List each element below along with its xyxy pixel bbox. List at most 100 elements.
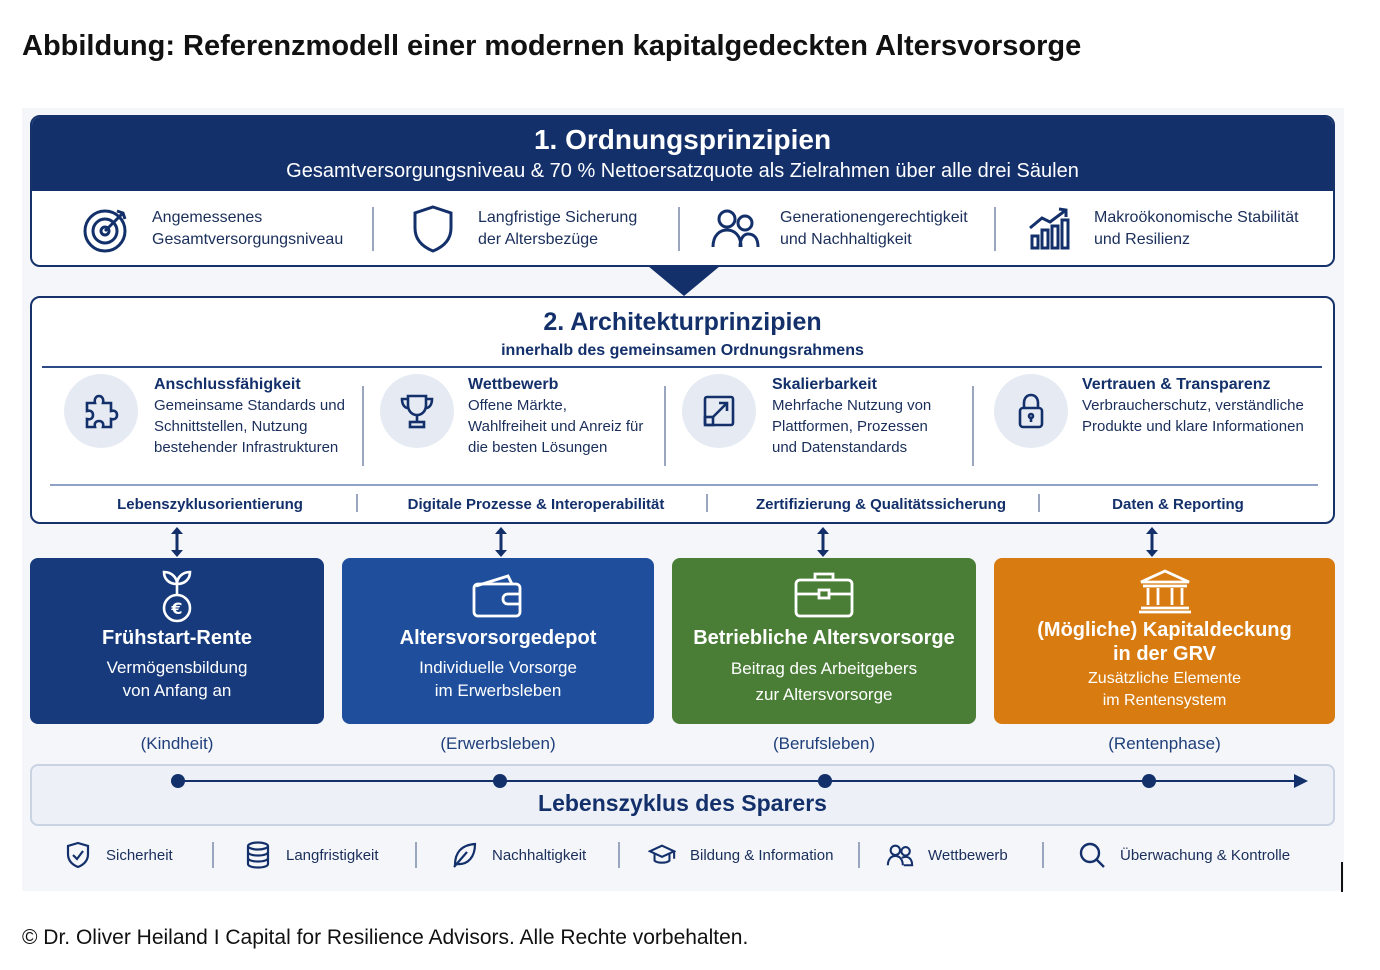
phase-label: (Erwerbsleben) [440,734,556,753]
briefcase-icon [672,570,976,620]
section1-title: 1. Ordnungsprinzipien [533,124,832,155]
box-desc-line: Zusätzliche Elemente [1088,670,1241,687]
principle-line1: Langfristige Sicherung [478,209,638,226]
value-security: Sicherheit [64,840,173,870]
timeline-dot [171,774,185,788]
box-desc-line: von Anfang an [122,681,232,700]
reference-model-figure: 1. Ordnungsprinzipien Gesamtversorgungsn… [22,108,1344,891]
timeline-dot [818,774,832,788]
architecture-title: Wettbewerb [468,376,559,393]
architecture-desc-line: Offene Märkte, [468,397,567,414]
value-monitoring: Überwachung & Kontrolle [1078,840,1290,870]
phase-label: (Rentenphase) [1108,734,1221,753]
box-title: Frühstart-Rente [101,627,252,649]
value-label: Sicherheit [106,846,173,864]
architecture-title: Vertrauen & Transparenz [1082,376,1271,393]
timeline-line [178,780,1298,782]
architecture-desc-line: Gemeinsame Standards und [154,397,345,414]
magnifier-icon [1078,841,1106,869]
double-arrow-icon [495,527,507,557]
lifecycle-timeline: Lebenszyklus des Sparers [30,764,1335,826]
value-label: Nachhaltigkeit [492,846,587,864]
shield-icon [406,202,460,256]
architecture-desc-line: Verbraucherschutz, verständliche [1082,397,1304,414]
principle-long-term-security: Langfristige Sicherung der Altersbezüge [406,191,638,265]
copyright-notice: © Dr. Oliver Heiland I Capital for Resil… [22,926,749,949]
people-icon [886,841,914,869]
principle-line1: Makroökonomische Stabilität [1094,209,1299,226]
box-title-line2: in der GRV [1113,643,1216,665]
architecture-scalability: Skalierbarkeit Mehrfache Nutzung von Pla… [682,374,982,464]
timeline-dot [493,774,507,788]
principle-line2: der Altersbezüge [478,231,599,248]
footer-certification: Zertifizierung & Qualitätssicherung [755,496,1007,513]
box-altersvorsorgedepot: Altersvorsorgedepot Individuelle Vorsorg… [342,558,654,724]
architecture-desc-line: Produkte und klare Informationen [1082,418,1304,435]
section2-subtitle: innerhalb des gemeinsamen Ordnungsrahmen… [501,342,864,359]
architecture-desc-line: bestehender Infrastrukturen [154,439,339,456]
footer-digital: Digitale Prozesse & Interoperabilität [407,496,665,513]
double-arrow-icon [817,527,829,557]
principle-macro-stability: Makroökonomische Stabilität und Resilien… [1022,191,1299,265]
principle-line1: Angemessenes [152,209,263,226]
timeline-arrowhead-icon [1294,774,1308,788]
principle-line1: Generationengerechtigkeit [780,209,968,226]
institution-icon [994,568,1335,614]
value-label: Bildung & Information [690,846,834,864]
footer-lifecycle: Lebenszyklusorientierung [117,496,303,513]
plant-euro-icon: € [30,568,324,624]
value-label: Wettbewerb [928,846,1008,864]
ordnungsprinzipien-header: 1. Ordnungsprinzipien Gesamtversorgungsn… [32,117,1333,191]
vertical-rule [1341,862,1343,892]
value-long-term: Langfristigkeit [244,840,379,870]
timeline-label: Lebenszyklus des Sparers [538,790,827,816]
box-desc-line: im Rentensystem [1102,692,1227,709]
principle-line2: Gesamtversorgungsniveau [152,231,344,248]
people-icon [708,202,762,256]
architecture-desc-line: Schnittstellen, Nutzung [154,418,308,435]
architecture-desc-line: und Datenstandards [772,439,908,456]
box-desc-line: im Erwerbsleben [434,681,562,700]
value-sustainability: Nachhaltigkeit [450,840,586,870]
architekturprinzipien-section: 2. Architekturprinzipien innerhalb des g… [30,296,1335,524]
architecture-title: Skalierbarkeit [772,376,877,393]
architecture-desc-line: Wahlfreiheit und Anreiz für [468,418,644,435]
box-desc-line: zur Altersvorsorge [755,685,893,704]
box-betriebliche-altersvorsorge: Betriebliche Altersvorsorge Beitrag des … [672,558,976,724]
box-desc-line: Individuelle Vorsorge [419,658,577,677]
box-kapitaldeckung-grv: (Mögliche) Kapitaldeckung in der GRV Zus… [994,558,1335,724]
puzzle-icon [64,374,138,448]
page-title: Abbildung: Referenzmodell einer modernen… [22,30,1082,62]
phase-label: (Kindheit) [140,734,214,753]
svg-text:€: € [170,599,182,618]
value-label: Überwachung & Kontrolle [1120,846,1291,864]
section1-subtitle: Gesamtversorgungsniveau & 70 % Nettoersa… [286,160,1079,182]
principle-line2: und Nachhaltigkeit [780,231,912,248]
double-arrow-icon [1146,527,1158,557]
box-desc-line: Vermögensbildung [106,658,248,677]
box-title: Altersvorsorgedepot [399,627,597,649]
value-competition: Wettbewerb [886,840,1008,870]
trophy-icon [380,374,454,448]
shield-check-icon [64,841,92,869]
ordnungsprinzipien-section: 1. Ordnungsprinzipien Gesamtversorgungsn… [30,115,1335,267]
box-fruehstart-rente: € Frühstart-Rente Vermögensbildung von A… [30,558,324,724]
architecture-connectivity: Anschlussfähigkeit Gemeinsame Standards … [64,374,364,464]
target-icon [80,202,134,256]
lock-icon [994,374,1068,448]
leaf-icon [450,841,478,869]
coin-stack-icon [244,841,272,869]
double-arrow-icon [171,527,183,557]
principle-generational-fairness: Generationengerechtigkeit und Nachhaltig… [708,191,968,265]
architecture-desc-line: die besten Lösungen [468,439,608,456]
value-education: Bildung & Information [648,840,833,870]
box-title-line1: (Mögliche) Kapitaldeckung [1037,619,1292,641]
box-desc-line: Beitrag des Arbeitgebers [730,659,918,678]
architecture-title: Anschlussfähigkeit [154,376,301,393]
value-label: Langfristigkeit [286,846,379,864]
section2-title: 2. Architekturprinzipien [543,308,822,336]
architecture-desc-line: Mehrfache Nutzung von [772,397,932,414]
architecture-trust-transparency: Vertrauen & Transparenz Verbraucherschut… [994,374,1324,464]
principle-line2: und Resilienz [1094,231,1191,248]
timeline-dot [1142,774,1156,788]
